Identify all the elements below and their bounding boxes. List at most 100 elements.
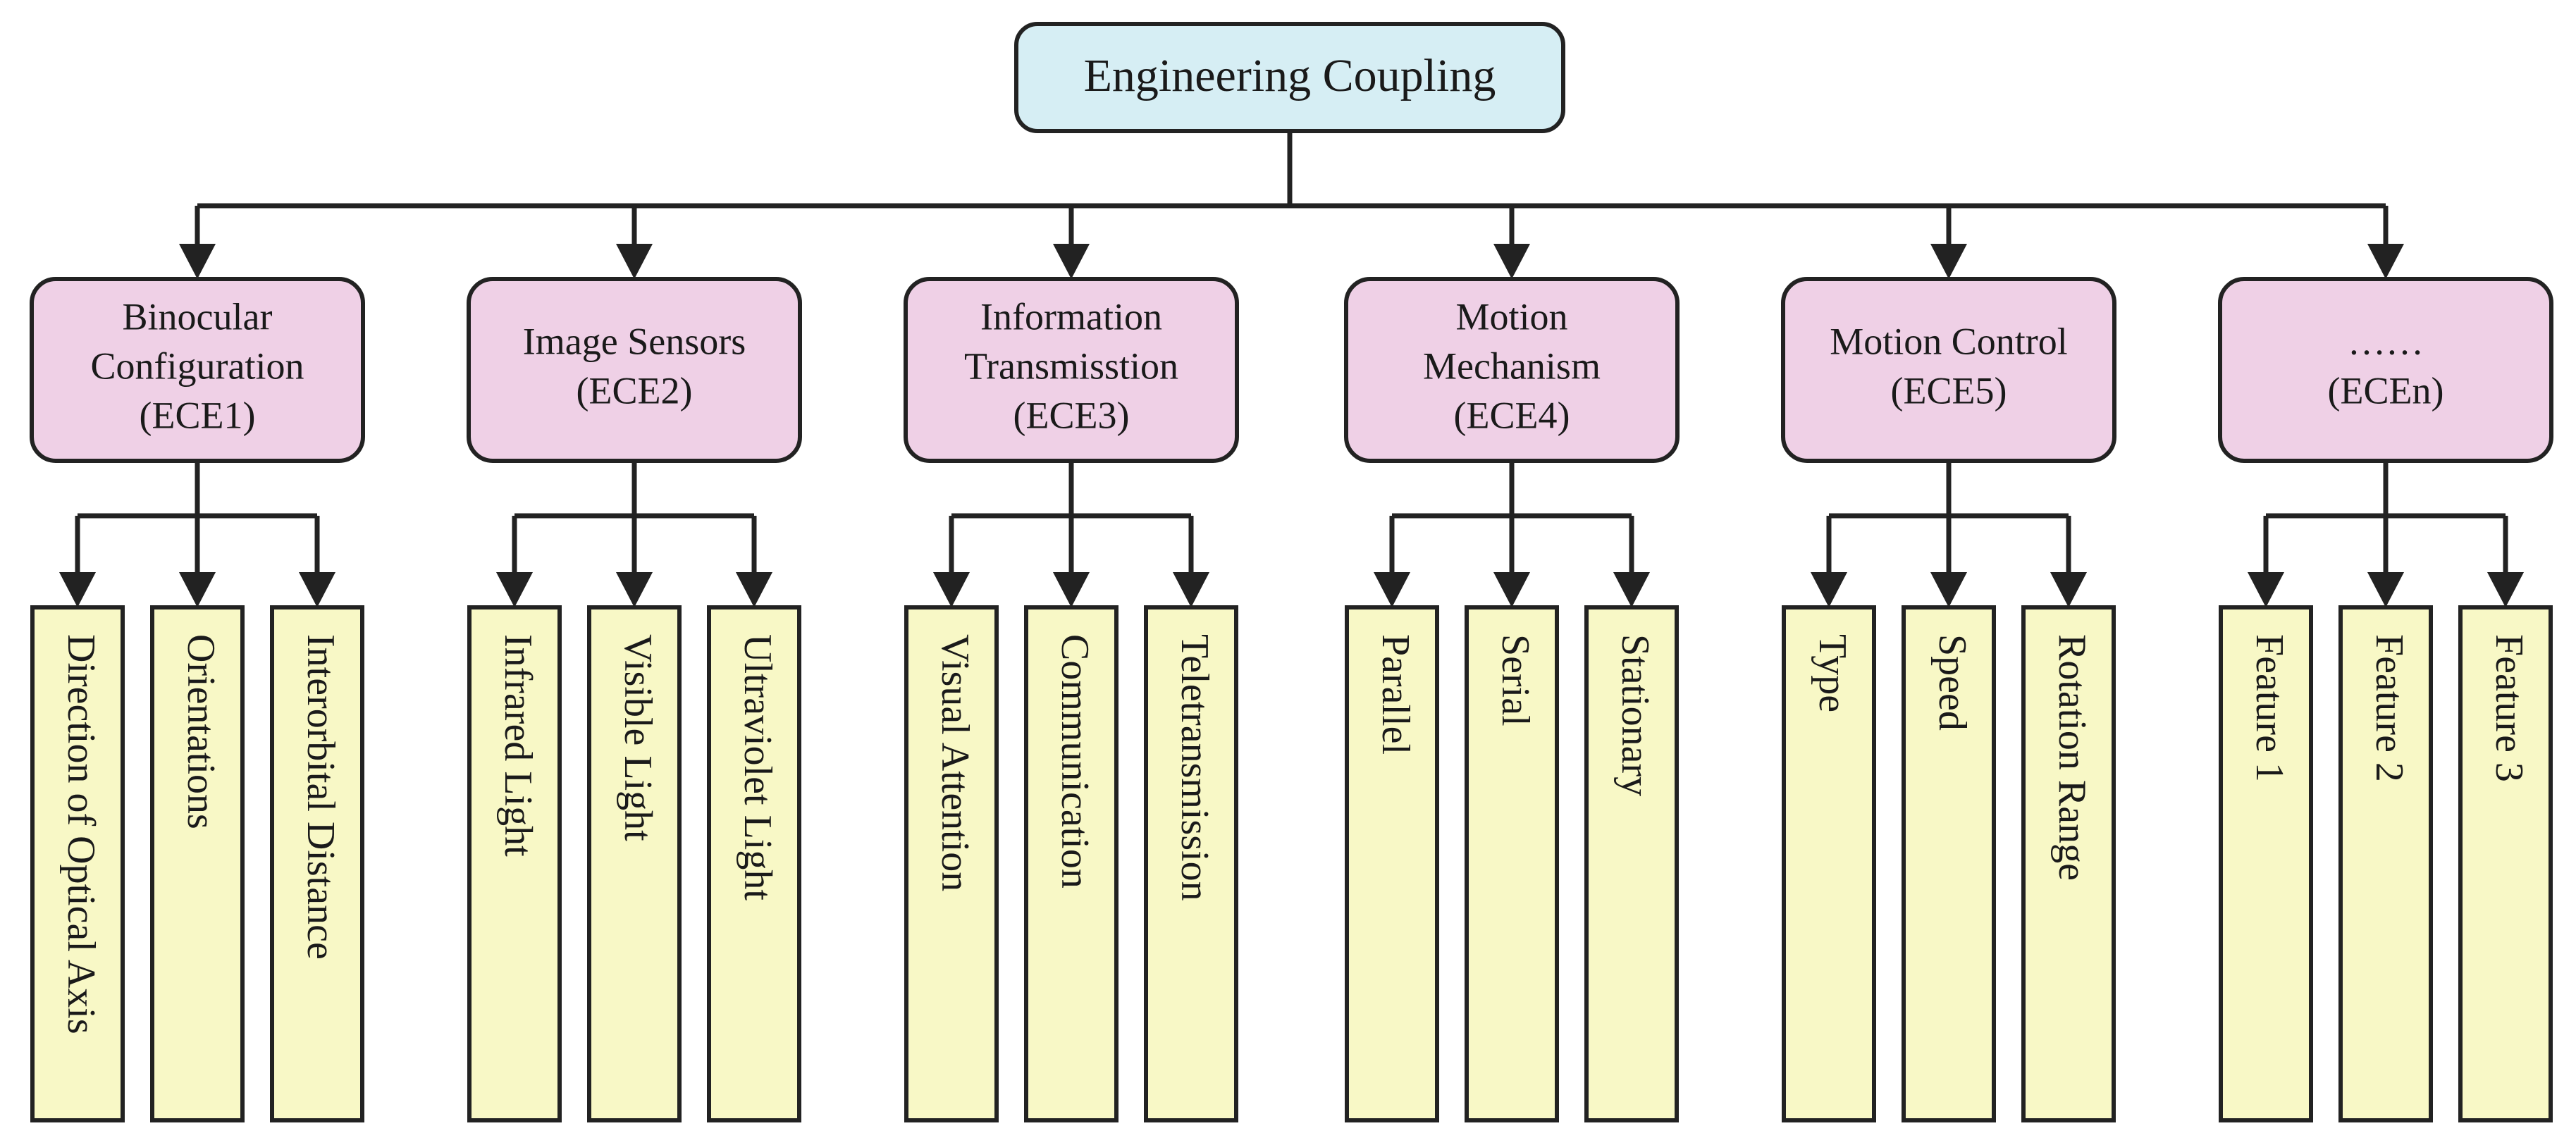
leaf-label: Feature 3 [2487,634,2531,782]
leaf-arrow [1930,572,1967,607]
category-label-line: (ECE5) [1891,369,2007,411]
leaf-arrow [1173,572,1209,607]
leaf-arrow [933,572,970,607]
leaf-label: Interorbital Distance [299,634,343,960]
leaf-box [904,605,999,1122]
leaf-box [467,605,562,1122]
leaf-box [1345,605,1439,1122]
leaf-box [1902,605,1996,1122]
category-box [904,277,1239,463]
leaf-label: Parallel [1374,634,1417,755]
leaf-arrow [1493,572,1530,607]
leaf-node: Feature 2 [2338,605,2433,1122]
leaf-label: Rotation Range [2050,634,2094,881]
leaf-arrow [59,572,96,607]
category-label-line: Transmisstion [964,345,1178,387]
leaf-label: Visual Attention [933,634,977,891]
leaf-label: Visible Light [616,634,660,841]
leaf-node: Communication [1024,605,1118,1122]
category-label-line: Image Sensors [523,320,746,362]
leaf-node: Type [1782,605,1876,1122]
category-label-line: Mechanism [1423,345,1601,387]
leaf-node: Feature 1 [2219,605,2313,1122]
category-node: Motion Control (ECE5) [1781,277,2116,463]
leaf-box [1782,605,1876,1122]
category-box [1781,277,2116,463]
category-label-line: Configuration [91,345,304,387]
category-node: Image Sensors (ECE2) [467,277,802,463]
category-arrow [1930,244,1967,279]
root-node: Engineering Coupling [1014,22,1565,133]
leaf-box [2219,605,2313,1122]
leaf-label: Type [1811,634,1854,712]
leaf-box [2021,605,2116,1122]
category-label-line: (ECE3) [1013,394,1130,436]
leaf-arrow [1613,572,1650,607]
leaf-node: Visual Attention [904,605,999,1122]
leaf-node: Stationary [1584,605,1679,1122]
leaf-arrow [616,572,653,607]
leaf-node: Feature 3 [2458,605,2553,1122]
leaf-box [587,605,682,1122]
leaf-arrow [2050,572,2087,607]
leaf-box [270,605,364,1122]
category-label-line: Motion Control [1830,320,2068,362]
connectors [59,131,2524,607]
leaf-box [1144,605,1238,1122]
leaf-box [2458,605,2553,1122]
category-label-line: Binocular [123,295,273,338]
category-arrow [616,244,653,279]
category-label-line: (ECEn) [2328,369,2444,411]
leaf-node: Speed [1902,605,1996,1122]
leaf-label: Speed [1930,634,1974,731]
leaf-label: Feature 2 [2367,634,2411,782]
leaf-arrow [2487,572,2524,607]
leaf-node: Visible Light [587,605,682,1122]
leaf-node: Direction of Optical Axis [30,605,125,1122]
leaf-node: Rotation Range [2021,605,2116,1122]
category-arrow [1053,244,1090,279]
category-label-line: (ECE2) [577,369,693,411]
category-arrow [2367,244,2404,279]
leaf-arrow [2367,572,2404,607]
leaf-box [707,605,801,1122]
leaf-arrow [1053,572,1090,607]
category-arrow [179,244,216,279]
leaf-arrow [736,572,772,607]
leaf-node: Teletransmission [1144,605,1238,1122]
category-box [30,277,365,463]
leaf-label: Teletransmission [1173,634,1216,901]
leaf-arrow [299,572,335,607]
category-label-line: …… [2348,320,2424,362]
leaf-node: Parallel [1345,605,1439,1122]
category-node: …… (ECEn) [2218,277,2553,463]
leaf-label: Serial [1493,634,1537,726]
category-box [1344,277,1680,463]
leaf-box [150,605,245,1122]
leaf-arrow [496,572,533,607]
root-node-label: Engineering Coupling [1084,50,1496,101]
leaf-box [30,605,125,1122]
leaf-node: Ultraviolet Light [707,605,801,1122]
leaf-label: Ultraviolet Light [736,634,779,900]
leaf-label: Direction of Optical Axis [59,634,103,1034]
leaf-node: Interorbital Distance [270,605,364,1122]
leaf-label: Orientations [179,634,223,829]
leaf-node: Infrared Light [467,605,562,1122]
leaf-label: Feature 1 [2248,634,2291,782]
category-label-line: (ECE4) [1454,394,1570,436]
leaf-box [2338,605,2433,1122]
leaf-node: Orientations [150,605,245,1122]
root-node-box [1014,22,1565,133]
leaf-box [1465,605,1559,1122]
category-label-line: Information [980,295,1162,338]
leaf-arrow [179,572,216,607]
leaf-box [1024,605,1118,1122]
category-label-line: Motion [1455,295,1567,338]
leaf-label: Stationary [1613,634,1657,796]
leaf-arrow [1374,572,1410,607]
category-arrow [1493,244,1530,279]
